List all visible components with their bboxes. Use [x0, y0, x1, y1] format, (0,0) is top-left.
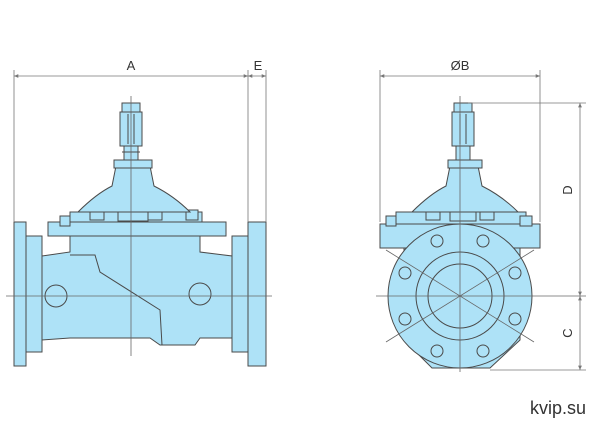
end-stem-lower [455, 145, 471, 161]
end-bolt [385, 215, 397, 227]
right-flange [247, 221, 267, 367]
bonnet-dome [76, 165, 192, 213]
dimension-c-label: C [560, 328, 575, 337]
dimension-ob-label: ØB [451, 58, 470, 73]
end-bonnet-dome [410, 165, 520, 213]
dimension-a-label: A [127, 58, 136, 73]
right-boss [188, 282, 212, 306]
left-flange [13, 221, 27, 367]
bonnet-flange [47, 221, 227, 237]
body-diaphragm-line [70, 254, 163, 346]
bonnet-neck [113, 159, 153, 169]
dimension-d-label: D [560, 185, 575, 194]
watermark: kvip.su [529, 398, 586, 418]
end-bolt-holes [398, 234, 522, 358]
right-flange-hub [231, 235, 249, 353]
end-stem-body [451, 111, 475, 147]
dimension-d-c [468, 102, 586, 371]
end-centerlines [376, 96, 586, 372]
end-bolt [519, 215, 533, 227]
end-bonnet-neck [447, 159, 483, 169]
left-flange-hub [25, 235, 43, 353]
dimension-a [13, 70, 267, 222]
dimension-ob [379, 70, 541, 222]
bonnet-bolt [185, 209, 199, 221]
end-stem-cap [453, 102, 473, 113]
side-view [13, 102, 267, 367]
bonnet-bolt [59, 215, 71, 227]
dimension-e-label: E [254, 58, 263, 73]
side-centerlines [6, 96, 272, 356]
